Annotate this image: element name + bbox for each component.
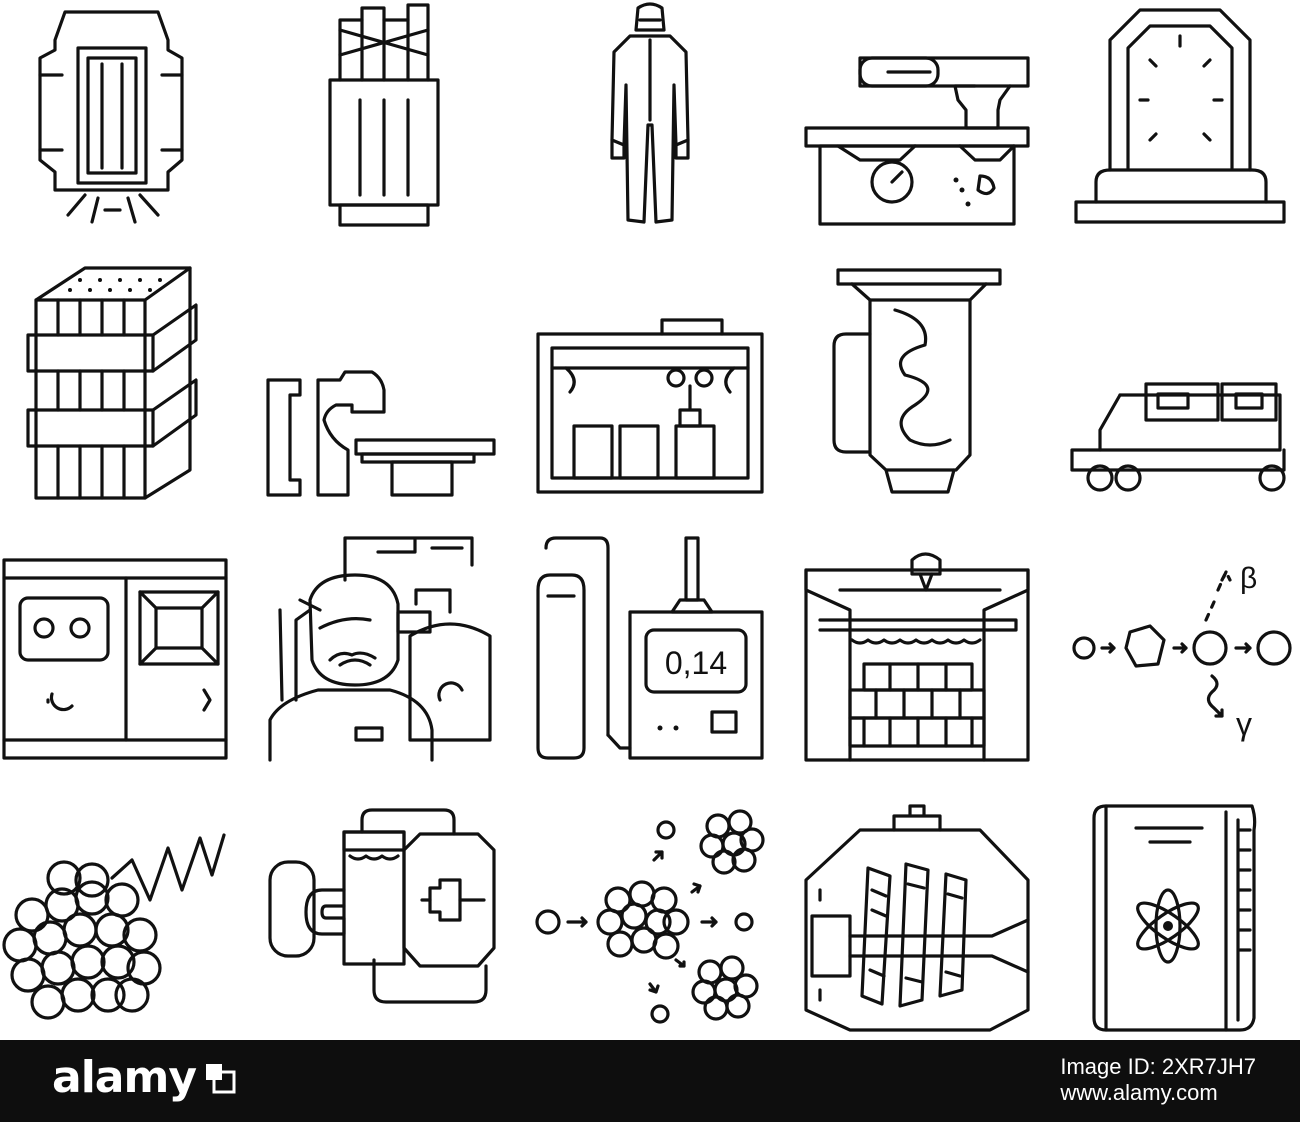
brand-mark-icon xyxy=(206,1063,236,1093)
fuel-assembly-bundle-icon xyxy=(26,266,198,500)
reactor-core-glow-icon xyxy=(1074,8,1286,224)
dosimeter-reading: 0,14 xyxy=(665,645,727,681)
spent-fuel-pool-icon xyxy=(804,552,1030,762)
heat-exchanger-coil-icon xyxy=(832,268,1002,494)
nuclear-transport-truck-icon xyxy=(1070,382,1286,492)
image-id: Image ID: 2XR7JH7 xyxy=(1060,1054,1256,1079)
gamma-label: γ xyxy=(1236,706,1252,742)
hot-cell-manipulator-icon xyxy=(536,318,764,494)
atomic-nucleus-wave-icon xyxy=(2,833,226,1020)
nuclear-book-icon xyxy=(1092,804,1257,1032)
brand-name: alamy xyxy=(52,1052,197,1103)
icon-sheet: 0,14 β γ xyxy=(2,2,1292,1032)
dosimeter-icon: 0,14 xyxy=(536,536,764,760)
steam-turbine-icon xyxy=(804,804,1030,1032)
protective-suit-icon xyxy=(610,2,690,224)
radiation-measuring-device-icon xyxy=(804,56,1030,226)
brand-logo: alamy xyxy=(52,1052,238,1103)
site-url[interactable]: www.alamy.com xyxy=(1060,1080,1218,1105)
radiotherapy-machine-icon xyxy=(266,370,496,497)
worker-respirator-icon xyxy=(268,536,492,762)
fuel-rod-container-icon xyxy=(328,3,440,227)
control-panel-cabinet-icon xyxy=(2,558,228,760)
watermark-footer: alamy Image ID: 2XR7JH7 www.alamy.com xyxy=(0,1040,1300,1122)
decay-chain-icon: β γ xyxy=(1072,562,1292,742)
image-id-block: Image ID: 2XR7JH7 www.alamy.com xyxy=(1060,1054,1256,1106)
reactor-cooling-loop-icon xyxy=(268,808,496,1004)
nuclear-fission-icon xyxy=(535,809,765,1024)
nuclear-reactor-vessel-icon xyxy=(38,10,184,224)
beta-label: β xyxy=(1240,562,1257,595)
